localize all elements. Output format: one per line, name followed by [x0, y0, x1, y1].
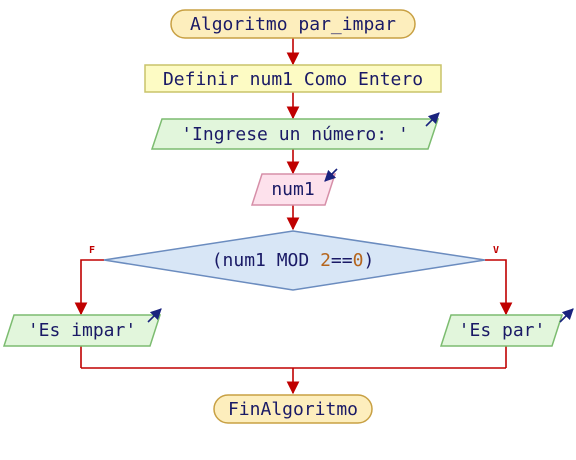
end-node[interactable]: FinAlgoritmo	[213, 394, 373, 424]
input-arrow-icon	[324, 168, 338, 182]
decision-number-2: 2	[320, 250, 331, 271]
end-shape	[213, 394, 373, 424]
connector-true-branch	[485, 259, 513, 316]
even-output-node[interactable]: 'Es par'	[439, 308, 574, 347]
connector-false-branch	[74, 259, 104, 316]
define-node[interactable]: Definir num1 Como Entero	[144, 64, 442, 93]
odd-shape	[2, 314, 162, 347]
decision-condition: (num1 MOD 2==0)	[212, 250, 375, 271]
define-label: Definir num1 Como Entero	[163, 69, 423, 90]
prompt-label: 'Ingrese un número: '	[181, 124, 409, 145]
decision-node[interactable]: (num1 MOD 2==0) F V	[89, 230, 499, 291]
end-label: FinAlgoritmo	[228, 399, 358, 420]
output-arrow-icon	[425, 112, 440, 127]
odd-label: 'Es impar'	[28, 320, 136, 341]
decision-operator: ==	[331, 250, 353, 271]
define-shape	[144, 64, 442, 93]
output-arrow-icon	[559, 308, 574, 323]
false-flag: F	[89, 245, 95, 256]
decision-open: (num1 MOD	[212, 250, 320, 271]
output-arrow-icon	[147, 308, 162, 323]
odd-output-node[interactable]: 'Es impar'	[2, 308, 162, 347]
decision-shape	[103, 230, 486, 291]
start-label: Algoritmo par_impar	[190, 14, 396, 35]
read-input-node[interactable]: num1	[250, 168, 338, 206]
read-label: num1	[271, 179, 314, 200]
read-shape	[250, 173, 337, 206]
prompt-shape	[150, 118, 440, 150]
prompt-output-node[interactable]: 'Ingrese un número: '	[150, 112, 440, 150]
start-node[interactable]: Algoritmo par_impar	[170, 9, 416, 39]
true-flag: V	[493, 245, 499, 256]
start-shape	[170, 9, 416, 39]
even-shape	[439, 314, 564, 347]
decision-number-0: 0	[353, 250, 364, 271]
decision-close: )	[363, 250, 374, 271]
connectors	[74, 38, 513, 395]
even-label: 'Es par'	[459, 320, 546, 341]
